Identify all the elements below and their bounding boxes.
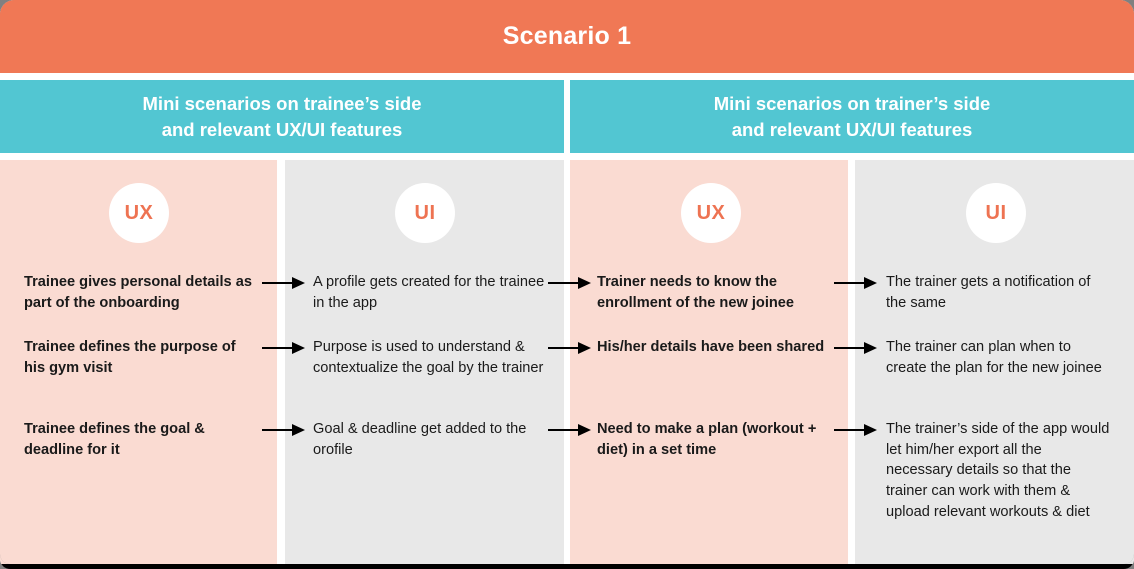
section-header-trainer-label: Mini scenarios on trainer’s side and rel… (713, 92, 991, 140)
badge-trainee-ui: UI (395, 183, 455, 243)
arrow-right-icon (834, 340, 878, 356)
cell-trainee-ux-1: Trainee gives personal details as part o… (24, 274, 252, 311)
frame-corner-top-right (1118, 0, 1134, 16)
arrow-right-icon (834, 422, 878, 438)
cell-trainee-ui-3: Goal & deadline get added to the orofile (313, 421, 527, 458)
section-header-trainee-label: Mini scenarios on trainee’s side and rel… (142, 92, 422, 140)
arrow-right-icon (548, 275, 592, 291)
badge-trainee-ux: UX (109, 183, 169, 243)
page-title: Scenario 1 (502, 22, 632, 50)
section-header-trainee-side: Mini scenarios on trainee’s side and rel… (0, 80, 564, 153)
cell-trainee-ui-1: A profile gets created for the trainee i… (313, 274, 545, 311)
badge-trainer-ux: UX (681, 183, 741, 243)
arrow-right-icon (548, 422, 592, 438)
cell-trainer-ux-2: His/her details have been shared (597, 339, 825, 355)
cell-trainee-ui-2: Purpose is used to understand & contextu… (313, 339, 544, 376)
arrow-right-icon (834, 275, 878, 291)
arrow-right-icon (548, 340, 592, 356)
cell-trainer-ux-3: Need to make a plan (workout + diet) in … (597, 421, 817, 458)
arrow-right-icon (262, 340, 306, 356)
arrow-right-icon (262, 275, 306, 291)
cell-trainer-ux-1: Trainer needs to know the enrollment of … (597, 274, 795, 311)
section-header-trainer-side: Mini scenarios on trainer’s side and rel… (570, 80, 1134, 153)
cell-trainee-ux-3: Trainee defines the goal & deadline for … (24, 421, 205, 458)
scenario-title-banner: Scenario 1 (0, 0, 1134, 73)
frame-bottom-edge (0, 564, 1134, 569)
frame-corner-top-left (0, 0, 16, 16)
cell-trainer-ui-1: The trainer gets a notification of the s… (886, 274, 1091, 311)
frame-corner-bottom-right (1120, 550, 1134, 564)
cell-trainer-ui-3: The trainer’s side of the app would let … (886, 421, 1110, 520)
cell-trainee-ux-2: Trainee defines the purpose of his gym v… (24, 339, 236, 376)
cell-trainer-ui-2: The trainer can plan when to create the … (886, 339, 1102, 376)
badge-trainer-ui: UI (966, 183, 1026, 243)
frame-corner-bottom-left (0, 550, 14, 564)
arrow-right-icon (262, 422, 306, 438)
